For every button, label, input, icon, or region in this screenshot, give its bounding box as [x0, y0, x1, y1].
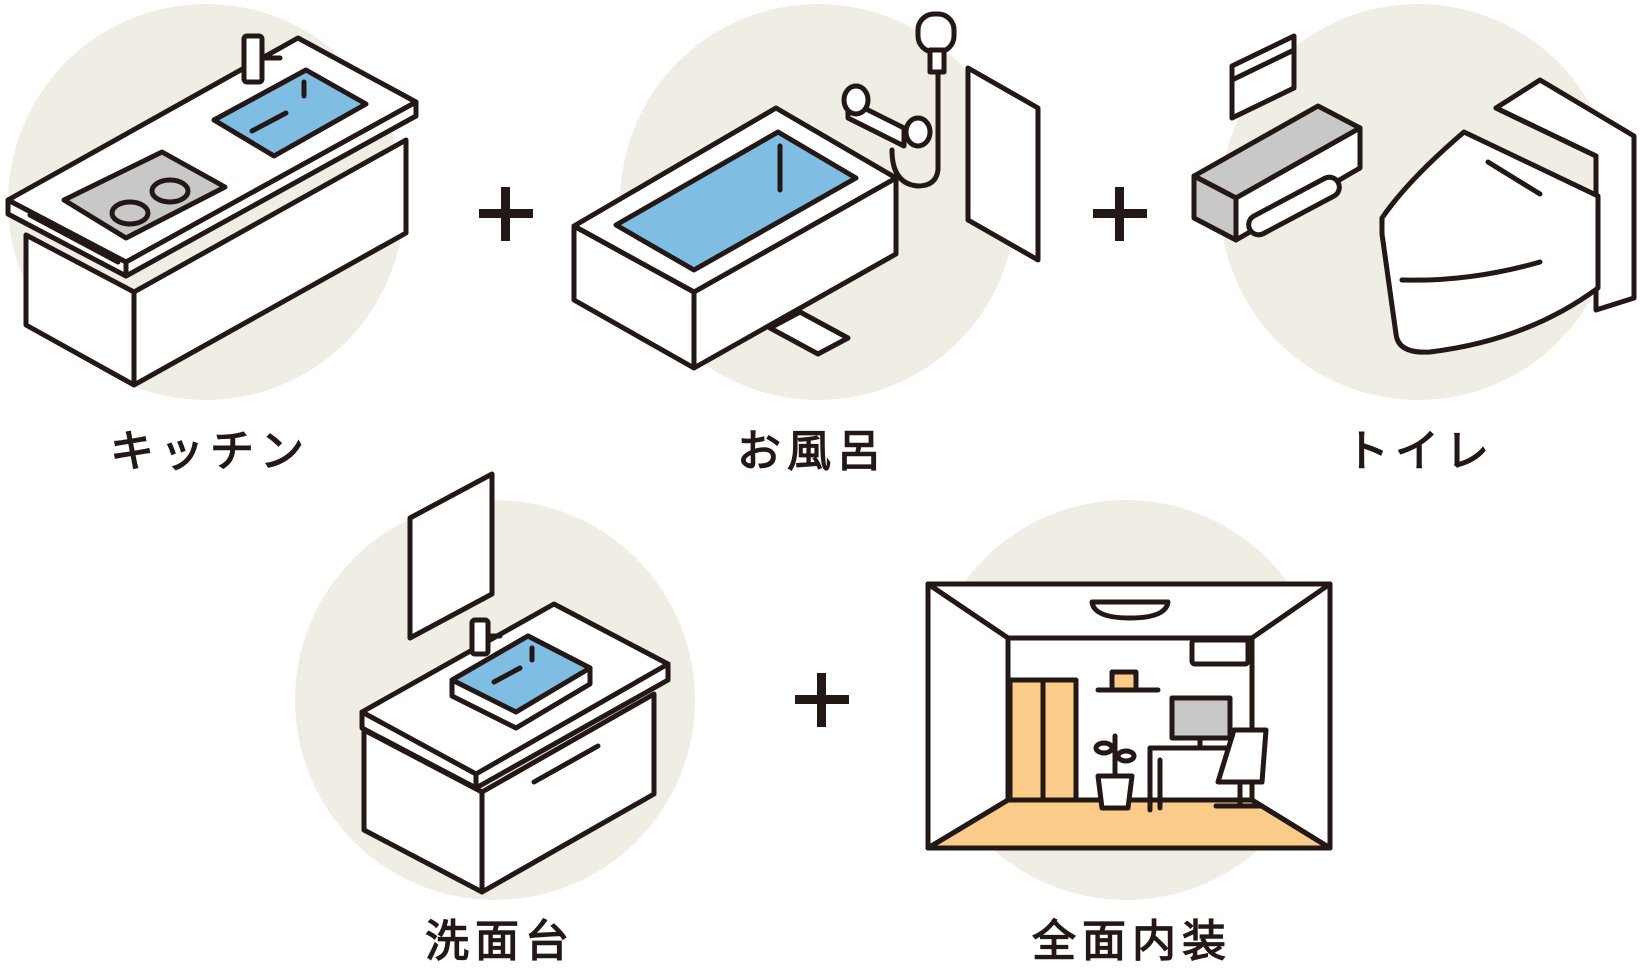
item-label-kitchen: キッチン [110, 426, 310, 477]
item-label-toilet: トイレ [1345, 426, 1495, 477]
washbasin-icon [359, 471, 671, 895]
item-label-washbasin: 洗面台 [425, 916, 575, 967]
item-label-bath: お風呂 [737, 426, 887, 477]
kitchen-icon [5, 33, 419, 388]
plus-icon [479, 187, 533, 241]
toilet-icon [1191, 33, 1637, 355]
plus-icon [1093, 187, 1147, 241]
plus-icon [795, 673, 849, 727]
item-label-interior: 全面内装 [1032, 916, 1232, 967]
bathtub-icon [571, 11, 1041, 371]
interior-room-icon [925, 581, 1333, 851]
